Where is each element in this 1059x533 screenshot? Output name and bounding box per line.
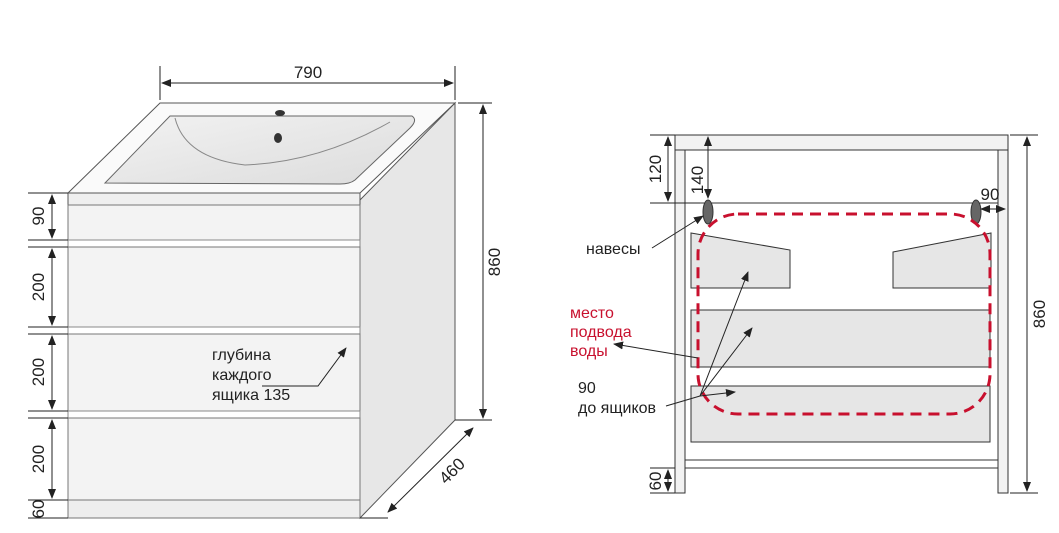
faucet-hole — [275, 110, 285, 116]
hinges-label: навесы — [586, 241, 640, 258]
middle-panel — [690, 309, 991, 368]
section-dim-plinth: 60 — [29, 500, 48, 519]
basin-inner-curve — [174, 117, 391, 166]
top-front-panel — [67, 204, 361, 241]
drawer-front-3 — [67, 417, 361, 501]
water-supply-zone — [696, 212, 992, 416]
drawer-depth-note-line-2: каждого — [212, 367, 272, 384]
plinth — [67, 499, 361, 519]
to-drawers-label-line-2: до ящиков — [578, 400, 656, 417]
frame-bottom-dim-label: 60 — [646, 472, 665, 491]
drawer-front-2 — [67, 333, 361, 412]
handle-groove-1 — [67, 239, 361, 248]
cabinet-back-frame — [674, 134, 1009, 494]
width-dimension-label: 790 — [294, 63, 322, 82]
frame-right-post — [997, 149, 1009, 494]
drawer-front-1 — [67, 246, 361, 328]
left-dimensions — [28, 66, 492, 519]
frame-height-dim-label: 860 — [1030, 300, 1049, 328]
handle-groove-3 — [67, 410, 361, 419]
to-drawers-label-line-1: 90 — [578, 380, 596, 397]
hinge-height-dim-label: 140 — [688, 166, 707, 194]
upper-left-panel — [690, 232, 791, 289]
water-supply-label-line-3: воды — [570, 343, 608, 360]
cabinet-isometric — [66, 101, 457, 520]
section-dim-drawer-1: 200 — [29, 273, 48, 301]
sink-basin — [103, 115, 416, 185]
sink-top-edge — [67, 192, 361, 206]
top-rail-dim-label: 120 — [646, 155, 665, 183]
right-dimensions — [613, 134, 1038, 494]
upper-right-panel — [892, 232, 992, 289]
height-dimension-label: 860 — [485, 248, 504, 276]
frame-left-post — [674, 149, 686, 494]
left-hinge-icon — [702, 199, 714, 225]
handle-groove-2 — [67, 326, 361, 335]
section-dim-top: 90 — [29, 207, 48, 226]
water-supply-label-line-1: место — [570, 305, 614, 322]
drawer-depth-note-line-3: ящика 135 — [212, 387, 290, 404]
section-dim-drawer-3: 200 — [29, 445, 48, 473]
drawer-depth-note-line-1: глубина — [212, 347, 271, 364]
frame-top-rail — [674, 134, 1009, 151]
water-supply-label-line-2: подвода — [570, 324, 632, 341]
depth-dimension-label: 460 — [435, 454, 468, 487]
hinge-offset-dim-label: 90 — [981, 185, 1000, 204]
section-dim-drawer-2: 200 — [29, 358, 48, 386]
drain-hole — [274, 133, 282, 143]
